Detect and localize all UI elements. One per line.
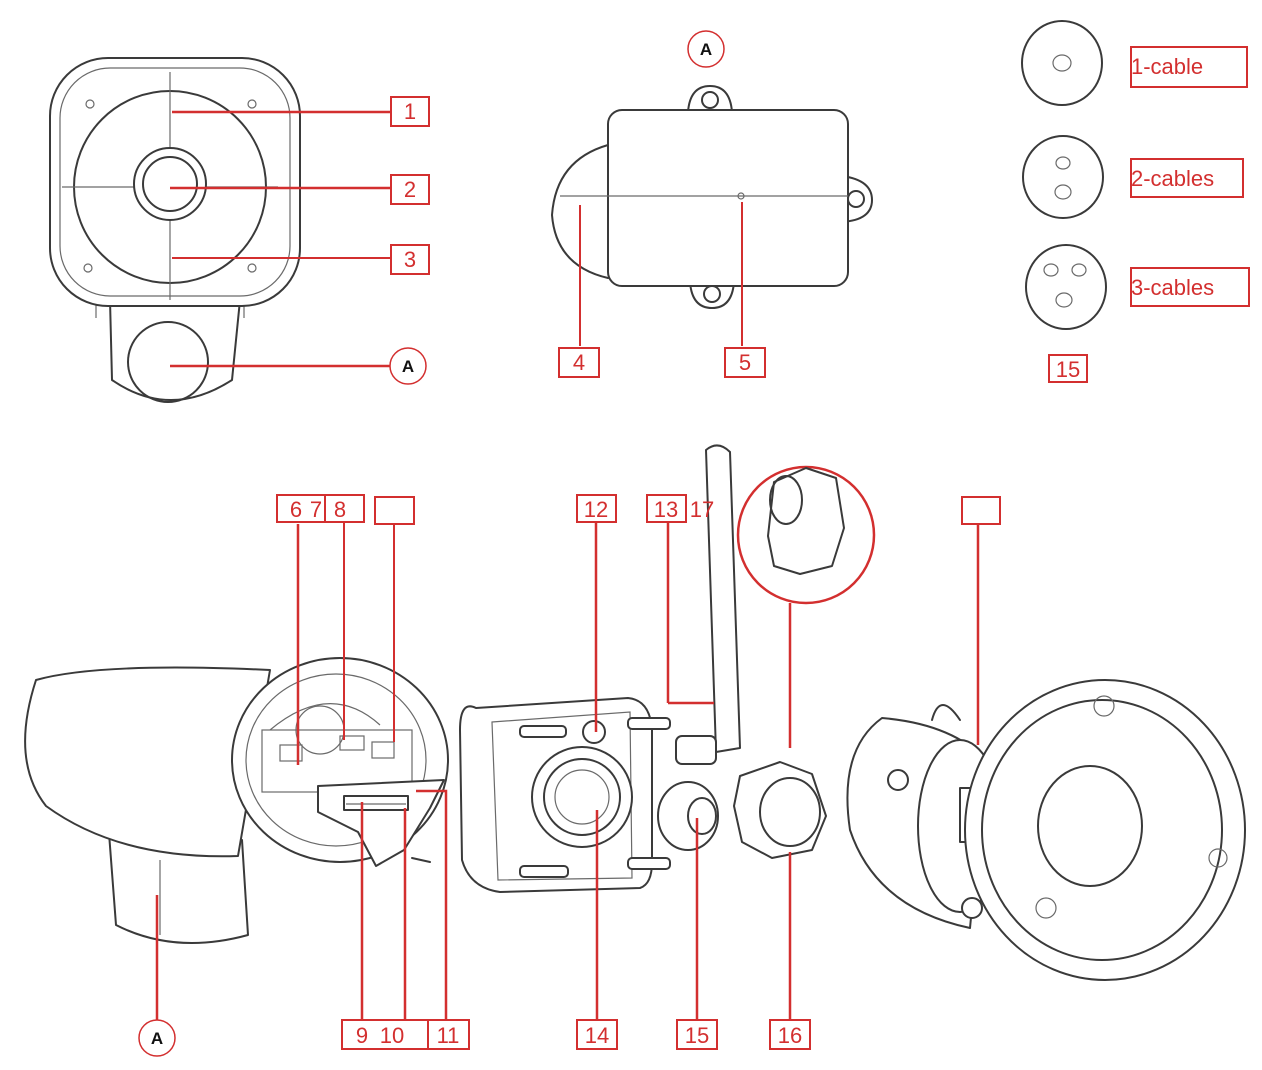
callout-5-label: 5 (739, 350, 751, 375)
leader-11 (416, 789, 448, 1020)
marker-a-side: A (687, 30, 725, 68)
callout-10-label: 10 (380, 1023, 404, 1048)
camera-housing-exploded (24, 657, 449, 944)
callout-12: 12 (576, 494, 617, 523)
wall-mount-bracket (846, 679, 1246, 981)
callout-16-label: 16 (778, 1023, 802, 1048)
callout-8-label: 8 (334, 497, 346, 522)
grommet-3-cables (1025, 244, 1107, 330)
callout-14: 14 (576, 1019, 618, 1050)
callout-6-7-8: 6 7 8 (276, 494, 365, 523)
spacer-ring (657, 781, 719, 851)
marker-a-bottom: A (138, 1019, 176, 1057)
callout-13-label: 13 (654, 497, 678, 522)
callout-2-label: 2 (404, 177, 416, 202)
callout-1-label: 1 (404, 99, 416, 124)
grommet-1-cable-label: 1-cable (1131, 54, 1203, 79)
callout-15-top-label: 15 (1056, 357, 1080, 382)
antenna (675, 444, 741, 765)
grommet-2-cables (1022, 135, 1104, 219)
callout-14-label: 14 (585, 1023, 609, 1048)
marker-a-side-label: A (700, 40, 712, 59)
callout-3: 3 (390, 244, 430, 275)
callout-6-label: 6 (290, 497, 302, 522)
callout-7-label: 7 (310, 497, 322, 522)
camera-side-view (551, 85, 873, 309)
grommet-2-cables-label: 2-cables (1131, 166, 1214, 191)
callout-9-label: 9 (356, 1023, 368, 1048)
grommet-3-cables-label: 3-cables (1131, 275, 1214, 300)
marker-a-front: A (389, 347, 427, 385)
callout-2: 2 (390, 174, 430, 205)
nut-zoom-detail (736, 465, 876, 605)
callout-4-label: 4 (573, 350, 585, 375)
callout-17-label: 17 (690, 497, 714, 522)
rear-cover (459, 697, 671, 893)
callout-9-10-11: 9 10 11 (341, 1019, 470, 1050)
callout-15: 15 (676, 1019, 718, 1050)
callout-16: 16 (769, 1019, 811, 1050)
marker-a-front-label: A (402, 357, 414, 376)
callout-1: 1 (390, 96, 430, 127)
callout-5: 5 (724, 347, 766, 378)
grommet-label-2-cables: 2-cables (1130, 158, 1244, 198)
camera-front-view (49, 57, 301, 403)
gland-nut (733, 761, 827, 859)
callout-blank-b (961, 496, 1001, 525)
callout-15-top: 15 (1048, 354, 1088, 383)
grommet-label-3-cables: 3-cables (1130, 267, 1250, 307)
callout-4: 4 (558, 347, 600, 378)
callout-blank-a (374, 496, 415, 525)
callout-15-label: 15 (685, 1023, 709, 1048)
grommet-label-1-cable: 1-cable (1130, 46, 1248, 88)
callout-3-label: 3 (404, 247, 416, 272)
marker-a-bottom-label: A (151, 1029, 163, 1048)
callout-13-17: 13 17 (646, 494, 714, 523)
grommet-1-cable (1021, 20, 1103, 106)
callout-12-label: 12 (584, 497, 608, 522)
callout-11-label: 11 (437, 1023, 460, 1048)
